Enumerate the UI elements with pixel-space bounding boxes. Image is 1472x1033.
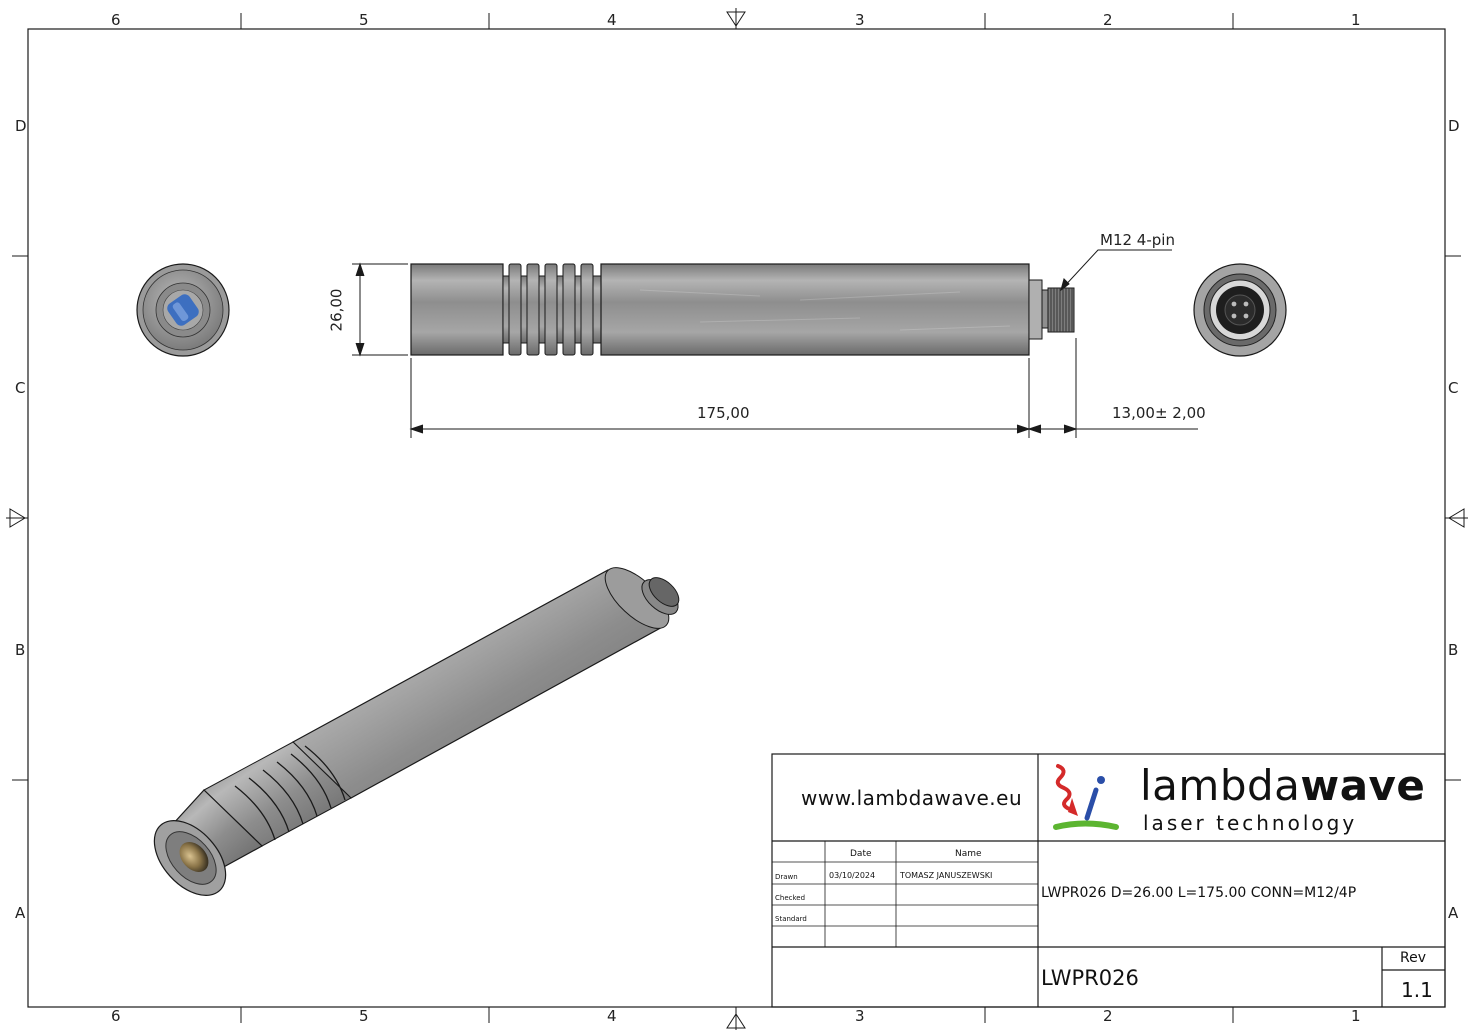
drawing-number: LWPR026 bbox=[1041, 966, 1139, 990]
zone-label-right-d: D bbox=[1448, 117, 1460, 135]
zone-label-bottom-2: 2 bbox=[1103, 1007, 1113, 1025]
row-label-standard: Standard bbox=[775, 915, 807, 923]
table-header-name: Name bbox=[955, 849, 982, 859]
brand-name-light: lambda bbox=[1140, 761, 1301, 810]
row-label-checked: Checked bbox=[775, 894, 806, 902]
zone-label-bottom-6: 6 bbox=[111, 1007, 121, 1025]
zone-label-right-a: A bbox=[1448, 904, 1459, 922]
brand-tagline: laser technology bbox=[1143, 811, 1358, 835]
side-view-laser-module bbox=[410, 263, 1075, 356]
table-header-date: Date bbox=[850, 849, 872, 859]
brand-name: lambdawave bbox=[1140, 762, 1425, 810]
zone-label-left-a: A bbox=[15, 904, 26, 922]
zone-label-bottom-1: 1 bbox=[1351, 1007, 1361, 1025]
rear-view-connector-end bbox=[1193, 263, 1287, 357]
dimension-diameter: 26,00 bbox=[327, 288, 346, 332]
zone-label-left-b: B bbox=[15, 641, 26, 659]
zone-label-bottom-3: 3 bbox=[855, 1007, 865, 1025]
zone-label-bottom-4: 4 bbox=[607, 1007, 617, 1025]
zone-label-left-c: C bbox=[15, 379, 26, 397]
revision-label: Rev bbox=[1400, 950, 1426, 966]
row-label-drawn: Drawn bbox=[775, 873, 798, 881]
website-url: www.lambdawave.eu bbox=[801, 786, 1023, 810]
dimension-length: 175,00 bbox=[697, 404, 750, 422]
revision-value: 1.1 bbox=[1401, 978, 1433, 1002]
zone-label-bottom-5: 5 bbox=[359, 1007, 369, 1025]
zone-label-top-2: 2 bbox=[1103, 11, 1113, 29]
zone-label-right-c: C bbox=[1448, 379, 1459, 397]
dimension-lines bbox=[352, 249, 1198, 438]
zone-label-left-d: D bbox=[15, 117, 27, 135]
isometric-view-laser-module bbox=[153, 567, 680, 896]
title-block-grid bbox=[771, 753, 1446, 1008]
zone-label-right-b: B bbox=[1448, 641, 1459, 659]
zone-label-top-4: 4 bbox=[607, 11, 617, 29]
front-view-lens-end bbox=[136, 263, 230, 357]
row-name-drawn: TOMASZ JANUSZEWSKI bbox=[900, 871, 993, 880]
part-description: LWPR026 D=26.00 L=175.00 CONN=M12/4P bbox=[1041, 885, 1357, 901]
drawing-border bbox=[27, 28, 1446, 1008]
zone-label-top-5: 5 bbox=[359, 11, 369, 29]
zone-label-top-1: 1 bbox=[1351, 11, 1361, 29]
row-date-drawn: 03/10/2024 bbox=[829, 871, 876, 880]
brand-name-bold: wave bbox=[1300, 761, 1426, 810]
dimension-connector-length: 13,00± 2,00 bbox=[1112, 404, 1206, 422]
zone-label-top-6: 6 bbox=[111, 11, 121, 29]
lambdawave-logo-mark-icon bbox=[1053, 764, 1119, 830]
zone-label-top-3: 3 bbox=[855, 11, 865, 29]
callout-connector: M12 4-pin bbox=[1100, 231, 1175, 249]
